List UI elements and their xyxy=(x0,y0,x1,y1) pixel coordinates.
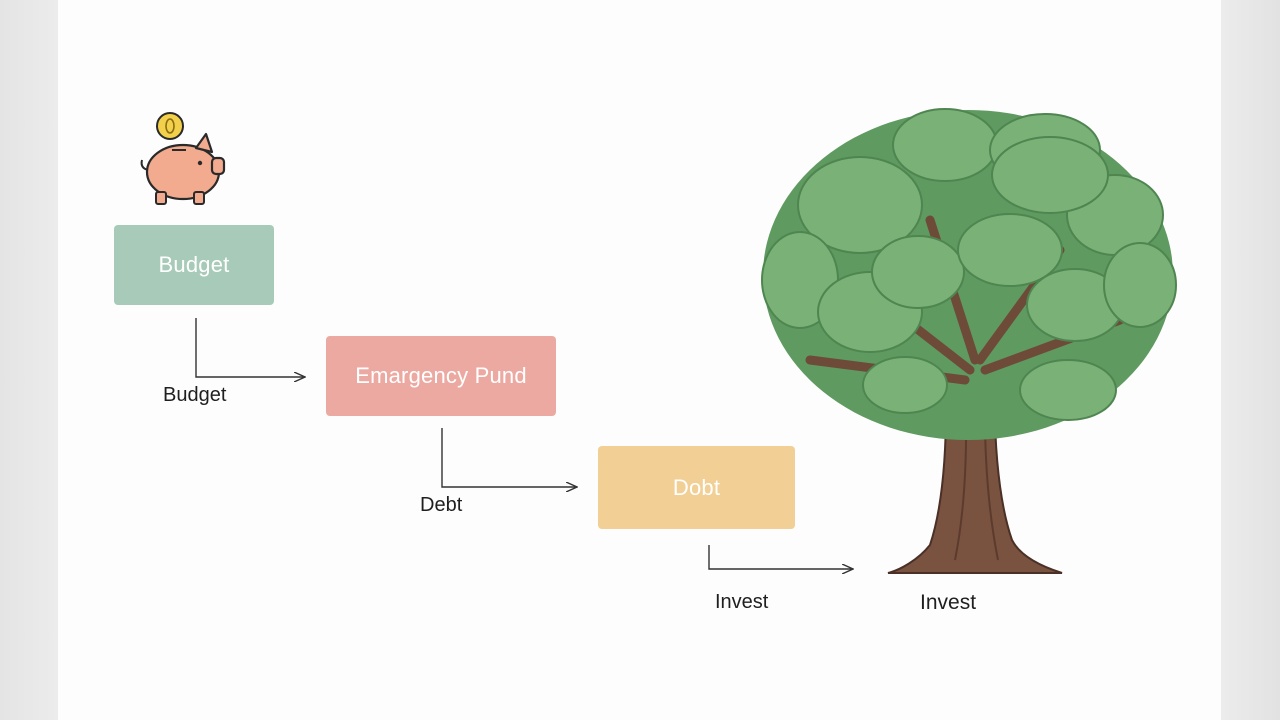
connector-emergency-to-debt xyxy=(441,428,577,487)
caption-debt: Debt xyxy=(420,494,463,516)
connector-debt-to-invest xyxy=(708,545,853,569)
step-box-debt: Dobt xyxy=(598,446,795,529)
step-box-budget: Budget xyxy=(114,225,274,305)
caption-invest-tree: Invest xyxy=(920,591,977,614)
background-margin-right xyxy=(1221,0,1280,720)
step-box-debt-text: Dobt xyxy=(672,474,721,500)
caption-invest-arrow: Invest xyxy=(715,591,769,613)
step-box-emergency-fund-text: Emargency Pund xyxy=(355,363,527,388)
step-box-emergency-fund: Emargency Pund xyxy=(326,336,556,416)
step-box-budget-text: Budget xyxy=(158,252,230,277)
connector-budget-to-emergency xyxy=(195,318,305,377)
background-margin-left xyxy=(0,0,58,720)
piggy-bank-icon xyxy=(140,112,226,205)
caption-budget: Budget xyxy=(163,384,227,406)
tree-illustration xyxy=(761,108,1177,574)
coin-icon xyxy=(156,112,184,140)
